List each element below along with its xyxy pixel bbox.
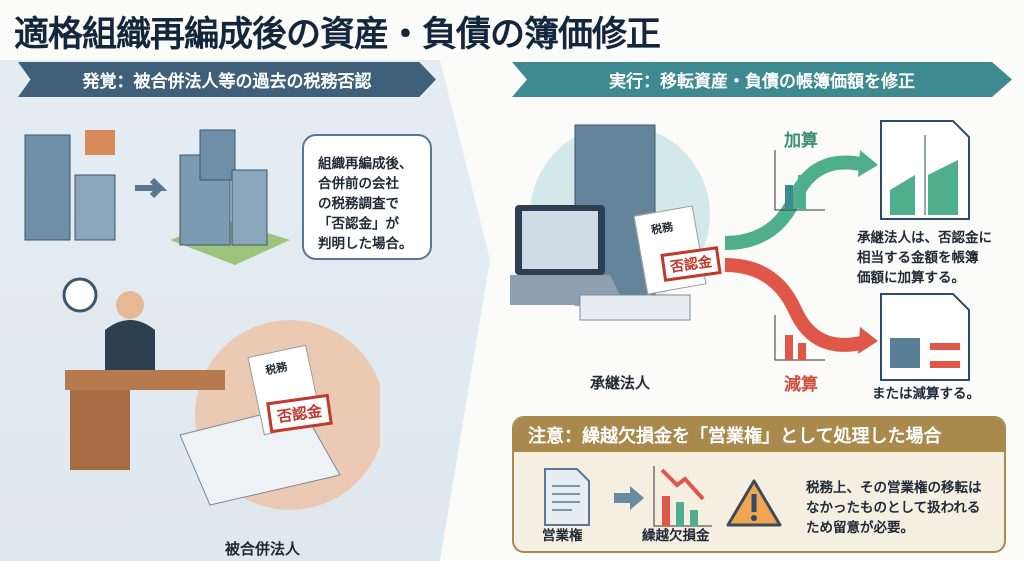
successor-office-illustration — [510, 124, 878, 361]
bubble-line: 組織再編成後、 — [318, 156, 413, 172]
note-line: 税務上、その営業権の移転は — [806, 480, 982, 496]
ledger-add-icon — [880, 120, 970, 220]
note-line: 承継法人は、否認金に — [857, 230, 992, 246]
note-line: 価額に加算する。 — [857, 270, 965, 286]
merged-corp-caption: 被合併法人 — [225, 540, 301, 558]
bubble-line: の税務調査で — [318, 196, 399, 212]
note-line: 相当する金額を帳簿 — [857, 250, 979, 266]
goodwill-label: 営業権 — [542, 528, 583, 544]
speech-bubble: 組織再編成後、 合併前の会社 の税務調査で 「否認金」が 判明した場合。 — [302, 134, 432, 260]
doc-tag: 税務 — [650, 220, 675, 237]
bubble-line: 「否認金」が — [318, 216, 399, 232]
bubble-line: 合併前の会社 — [318, 176, 399, 192]
subtract-label: 減算 — [784, 375, 818, 395]
arrow-right-icon — [614, 486, 644, 510]
goodwill-doc-icon — [544, 468, 590, 526]
execution-banner: 実行：移転資産・負債の帳簿価額を修正 — [512, 62, 1012, 97]
add-note: 承継法人は、否認金に 相当する金額を帳簿 価額に加算する。 — [857, 228, 992, 288]
warning-icon — [726, 479, 782, 527]
notice-text: 税務上、その営業権の移転は なかったものとして扱われる ため留意が必要。 — [806, 478, 982, 538]
page-title: 適格組織再編成後の資産・負債の簿価修正 — [14, 15, 661, 55]
notice-box: 注意：繰越欠損金を「営業権」として処理した場合 営業権 繰越欠損金 税務上、その… — [512, 416, 1006, 553]
bubble-line: 判明した場合。 — [318, 236, 413, 252]
office-worker-illustration — [62, 277, 380, 510]
loss-chart-icon — [653, 466, 712, 527]
discovery-banner: 発覚：被合併法人等の過去の税務否認 — [18, 62, 436, 97]
notice-header: 注意：繰越欠損金を「営業権」として処理した場合 — [514, 418, 1004, 452]
merger-buildings-illustration — [24, 129, 290, 265]
add-label: 加算 — [784, 131, 818, 151]
successor-corp-caption: 承継法人 — [590, 374, 651, 392]
ledger-subtract-icon — [880, 293, 970, 381]
subtract-note: または減算する。 — [872, 386, 980, 402]
loss-carryforward-label: 繰越欠損金 — [642, 528, 710, 544]
doc-tag: 税務 — [264, 360, 289, 378]
note-line: なかったものとして扱われる — [806, 500, 981, 516]
note-line: ため留意が必要。 — [806, 520, 914, 536]
